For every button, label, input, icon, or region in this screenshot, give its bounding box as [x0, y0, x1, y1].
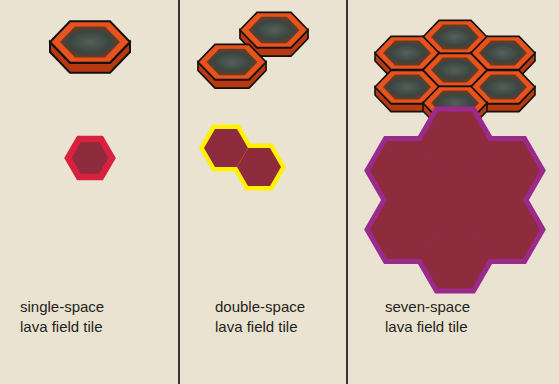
panel-divider — [178, 0, 180, 384]
tile-outline — [370, 112, 540, 289]
panel-divider — [346, 0, 348, 384]
tile-caption: single-space lava field tile — [20, 297, 132, 337]
tile-outline — [204, 129, 281, 186]
tile-3d — [50, 21, 130, 73]
tile-caption: double-space lava field tile — [215, 297, 327, 337]
tile-3d — [198, 12, 308, 88]
tile-fill — [370, 112, 540, 289]
tile-outline — [68, 139, 112, 177]
tile-caption: seven-space lava field tile — [385, 297, 497, 337]
